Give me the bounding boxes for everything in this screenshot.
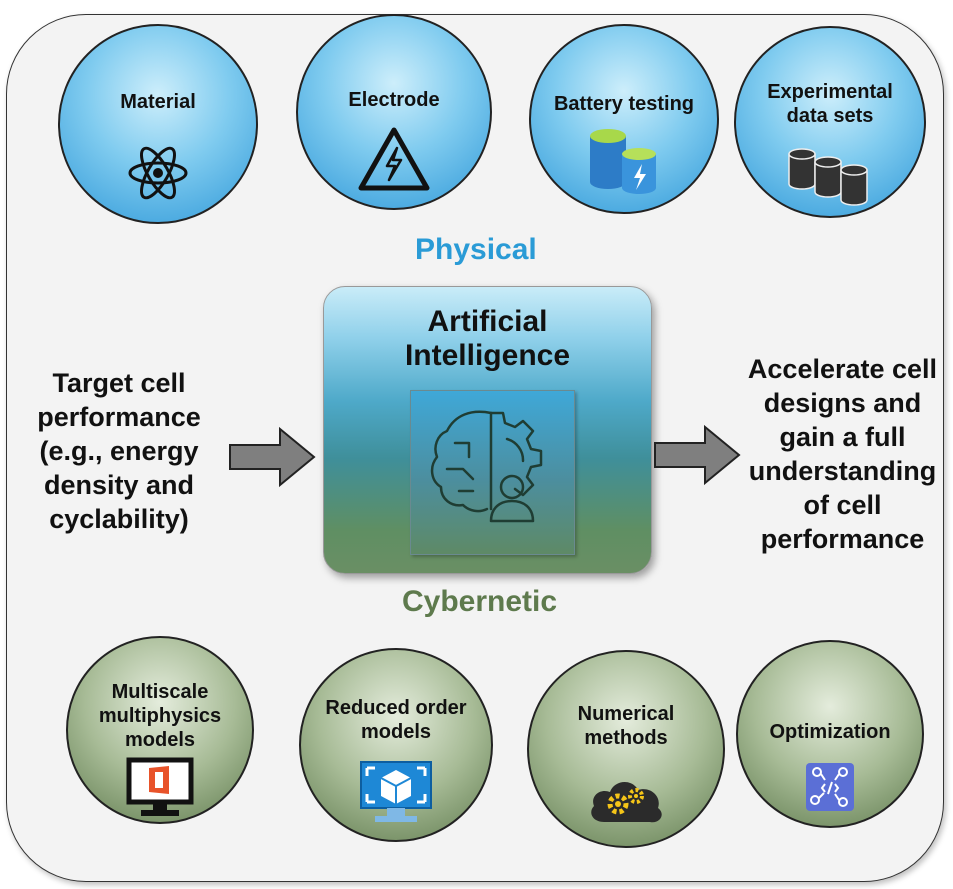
input-line: performance — [37, 402, 201, 432]
monitor-office-icon — [126, 757, 194, 816]
database-lightning-icon — [590, 129, 656, 194]
circle-numerical-methods: Numerical methods — [527, 650, 725, 848]
input-line: Target cell — [52, 368, 186, 398]
input-line: cyclability) — [49, 504, 189, 534]
ai-box: Artificial Intelligence — [323, 286, 652, 574]
input-text: Target cell performance (e.g., energy de… — [14, 366, 224, 536]
monitor-cube-icon — [360, 761, 432, 822]
circle-label: Experimental data sets — [767, 81, 893, 127]
circle-experimental-data-sets: Experimental data sets — [734, 26, 926, 218]
circle-optimization: Optimization — [736, 640, 924, 828]
database-stack-icon — [788, 148, 868, 206]
circle-label: Numerical methods — [577, 703, 675, 749]
circle-label: Optimization — [769, 721, 891, 743]
circle-battery-testing: Battery testing — [529, 24, 719, 214]
cloud-gears-icon — [591, 781, 662, 823]
output-arrow — [654, 424, 741, 486]
circle-label: Battery testing — [553, 93, 695, 115]
high-voltage-warning-icon — [358, 127, 430, 191]
atom-icon — [128, 146, 188, 200]
output-line: designs and — [763, 388, 922, 418]
input-line: density and — [43, 470, 195, 500]
input-arrow — [229, 426, 316, 488]
cybernetic-title: Cybernetic — [402, 585, 558, 618]
output-line: understanding — [748, 456, 937, 486]
output-line: performance — [760, 524, 925, 554]
circle-electrode: Electrode — [296, 14, 492, 210]
output-line: of cell — [803, 490, 882, 520]
physical-title: Physical — [415, 233, 537, 266]
brain-gear-person-icon — [430, 410, 543, 523]
circle-label: Reduced order models — [325, 697, 467, 743]
circle-label: Multiscale multiphysics models — [98, 681, 222, 751]
circle-reduced-order-models: Reduced order models — [299, 648, 493, 842]
output-line: Accelerate cell — [747, 354, 938, 384]
input-line: (e.g., energy — [39, 436, 199, 466]
circle-material: Material — [58, 24, 258, 224]
output-text: Accelerate cell designs and gain a full … — [732, 352, 953, 556]
output-line: gain a full — [779, 422, 906, 452]
circle-label: Material — [120, 91, 196, 113]
circle-label: Electrode — [348, 89, 440, 111]
ai-title: Artificial Intelligence — [324, 305, 651, 373]
code-network-icon — [806, 763, 854, 811]
circle-multiscale-models: Multiscale multiphysics models — [66, 636, 254, 824]
ai-icon-tile — [410, 390, 575, 555]
ai-title-line2: Intelligence — [404, 339, 571, 372]
ai-title-line1: Artificial — [427, 305, 548, 338]
